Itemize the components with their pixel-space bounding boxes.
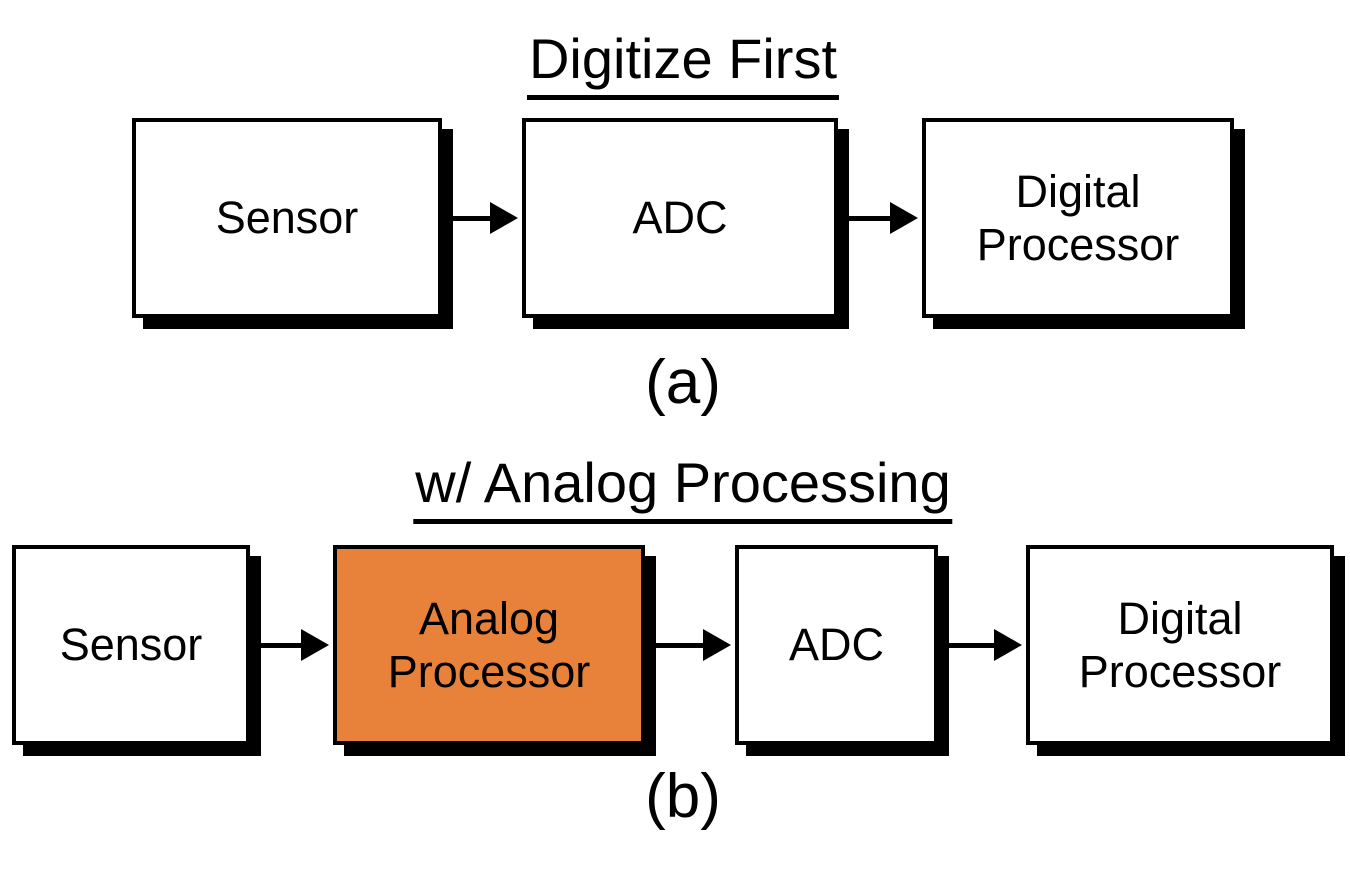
arrow-shaft — [649, 642, 707, 648]
flow-arrow-icon — [649, 629, 731, 661]
arrow-shaft — [254, 642, 305, 648]
arrow-shaft — [942, 642, 998, 648]
arrow-head-icon — [301, 629, 329, 661]
diagram-a-title: Digitize First — [526, 28, 840, 100]
arrow-shaft — [446, 215, 494, 221]
diagram-b-title: w/ Analog Processing — [413, 452, 953, 524]
arrow-head-icon — [703, 629, 731, 661]
block-a-adc-label: ADC — [632, 192, 728, 244]
arrow-head-icon — [490, 202, 518, 234]
flow-arrow-icon — [942, 629, 1022, 661]
diagram-a-caption: (a) — [645, 348, 721, 417]
block-b-analog-processor: Analog Processor — [333, 545, 645, 745]
block-b-adc-label: ADC — [788, 619, 884, 671]
block-a-digital-processor-label: Digital Processor — [976, 165, 1180, 270]
block-b-analog-processor-label: Analog Processor — [387, 592, 591, 697]
arrow-head-icon — [994, 629, 1022, 661]
block-b-digital-processor-label: Digital Processor — [1078, 592, 1282, 697]
block-b-adc: ADC — [735, 545, 938, 745]
block-a-digital-processor: Digital Processor — [922, 118, 1234, 318]
flow-arrow-icon — [446, 202, 518, 234]
arrow-shaft — [842, 215, 894, 221]
block-b-sensor: Sensor — [12, 545, 250, 745]
block-a-sensor-label: Sensor — [215, 192, 359, 244]
flow-arrow-icon — [842, 202, 918, 234]
flow-arrow-icon — [254, 629, 329, 661]
arrow-head-icon — [890, 202, 918, 234]
block-b-sensor-label: Sensor — [59, 619, 203, 671]
block-a-sensor: Sensor — [132, 118, 442, 318]
diagram-b-caption: (b) — [645, 762, 721, 831]
block-b-digital-processor: Digital Processor — [1026, 545, 1334, 745]
block-a-adc: ADC — [522, 118, 838, 318]
